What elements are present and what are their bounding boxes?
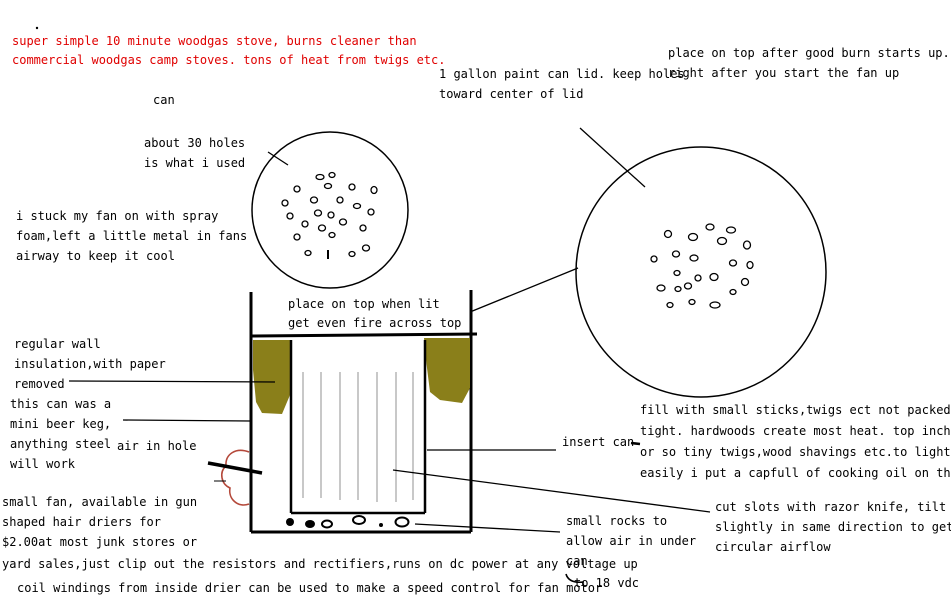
- fan-airway: [207, 461, 263, 475]
- air-slots: [302, 372, 414, 502]
- large-lid-holes: [650, 223, 754, 309]
- label-fan-spray-foam: i stuck my fan on with spray foam,left a…: [16, 209, 248, 263]
- large-lid-drawing: [469, 127, 827, 398]
- label-air-in-hole: air in hole: [117, 439, 197, 453]
- fan-body: [221, 449, 250, 506]
- label-to-18-vdc: to 18 vdc: [574, 576, 640, 590]
- top-lid-line: [249, 332, 478, 338]
- beer-keg-pointer: [122, 419, 251, 422]
- label-cut-slots: cut slots with razor knife, tilt slightl…: [715, 500, 951, 554]
- insulation-pointer: [68, 380, 276, 383]
- label-insert-can: insert can: [562, 435, 635, 449]
- label-beer-keg: this can was a mini beer keg, anything s…: [10, 397, 112, 471]
- title-line-2: commercial woodgas camp stoves. tons of …: [12, 53, 446, 67]
- label-coil-windings: coil windings from inside drier can be u…: [17, 581, 603, 595]
- small-rocks: [286, 515, 410, 529]
- small-lid-drawing: [251, 131, 409, 289]
- label-small-rocks: small rocks to allow air in under can: [566, 514, 697, 568]
- pointer-lines: [68, 380, 711, 584]
- holes-pointer-line: [267, 151, 289, 166]
- label-place-top-when-lit: place on top when lit get even fire acro…: [288, 297, 462, 330]
- label-fill-sticks: fill with small sticks,twigs ect not pac…: [640, 403, 951, 480]
- fan-drawing: [207, 449, 263, 506]
- wall-insulation: [253, 338, 470, 414]
- insert-can: [289, 340, 427, 515]
- label-wall-insulation: regular wall insulation,with paper remov…: [14, 337, 166, 391]
- label-holes-count: about 30 holes is what i used: [144, 136, 246, 170]
- voltage-pointer: [565, 573, 585, 584]
- insulation-right: [424, 338, 470, 403]
- label-paint-lid: 1 gallon paint can lid. keep holes towar…: [439, 67, 685, 101]
- slots-pointer: [392, 469, 711, 513]
- small-lid-circle: [251, 131, 409, 289]
- stray-dot: [35, 26, 39, 30]
- insert-can-tick: [630, 441, 641, 446]
- paint-lid-pointer-line: [579, 127, 646, 188]
- label-small-fan: small fan, available in gun shaped hair …: [2, 495, 198, 549]
- place-top-when-lit-pointer: [469, 267, 579, 313]
- insulation-left: [253, 340, 292, 414]
- small-lid-holes: [281, 171, 378, 258]
- label-yard-sales: yard sales,just clip out the resistors a…: [2, 557, 638, 571]
- title-line-1: super simple 10 minute woodgas stove, bu…: [12, 34, 417, 48]
- label-place-top-after: place on top after good burn starts up. …: [668, 46, 950, 80]
- rocks-pointer: [414, 523, 561, 533]
- large-lid-circle: [575, 146, 827, 398]
- outer-can: [249, 290, 478, 534]
- label-can: can: [153, 93, 175, 107]
